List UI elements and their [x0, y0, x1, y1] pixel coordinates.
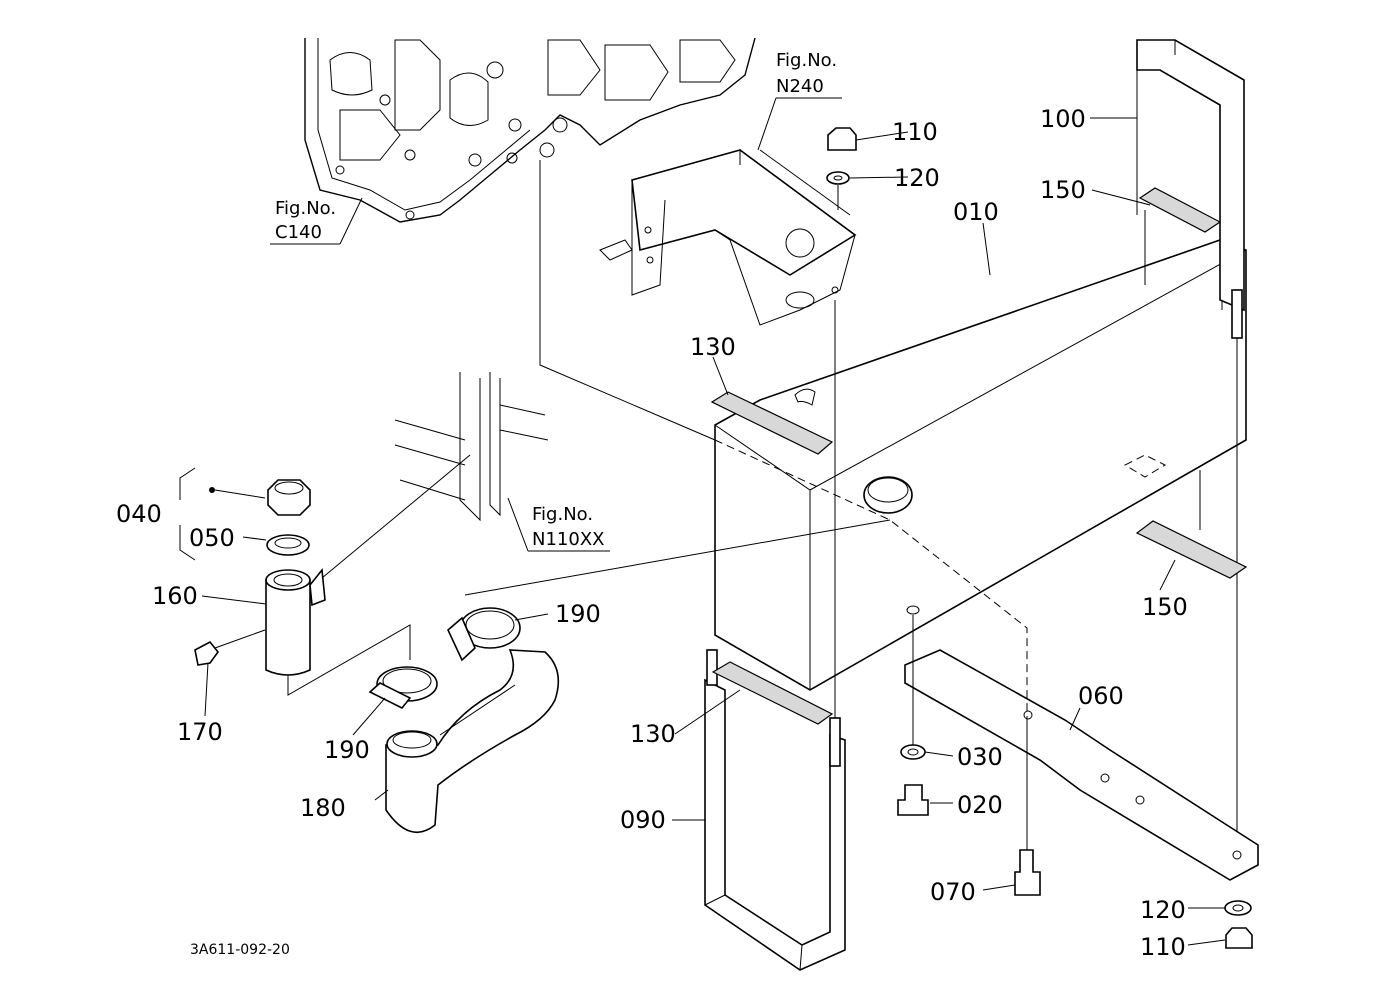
- figref-c140-title: Fig.No.: [275, 198, 336, 219]
- engine-housing: [304, 37, 756, 223]
- label-160: 160: [152, 582, 198, 610]
- bracket-n240: [599, 149, 857, 326]
- label-120-top: 120: [894, 164, 940, 192]
- label-130-bottom: 130: [630, 720, 676, 748]
- washer-120-top: [826, 171, 850, 185]
- label-150-top: 150: [1040, 176, 1086, 204]
- label-030: 030: [957, 743, 1003, 771]
- label-050: 050: [189, 524, 235, 552]
- tank-band-100: [1136, 39, 1245, 312]
- tank-band-090: [704, 678, 846, 971]
- label-150-right: 150: [1142, 593, 1188, 621]
- figref-n240-title: Fig.No.: [776, 50, 837, 71]
- hose-clamp-190-right: [447, 607, 521, 662]
- label-190-right: 190: [555, 600, 601, 628]
- leader-lines: [201, 117, 1226, 946]
- nut-110-bottom: [1225, 927, 1253, 949]
- figref-n240-code: N240: [776, 76, 824, 97]
- bolt-070: [1014, 720, 1041, 896]
- drain-plug-020: [897, 605, 929, 816]
- washer-120-bottom: [1224, 900, 1252, 916]
- label-040: 040: [116, 500, 162, 528]
- label-120-bottom: 120: [1140, 896, 1186, 924]
- bracket-040-group: [179, 467, 196, 561]
- label-070: 070: [930, 878, 976, 906]
- hose-clamp-190-left: [368, 666, 438, 710]
- label-180: 180: [300, 794, 346, 822]
- gasket-050: [266, 534, 310, 556]
- label-110-top: 110: [892, 118, 938, 146]
- stud-bolts: [706, 210, 1243, 840]
- frame-n110xx: [394, 372, 549, 522]
- label-110-bottom: 110: [1140, 933, 1186, 961]
- label-090: 090: [620, 806, 666, 834]
- hose-180: [385, 649, 560, 834]
- filler-neck-160: [265, 454, 471, 676]
- nut-110-top: [827, 127, 857, 151]
- label-020: 020: [957, 791, 1003, 819]
- tank-stay-060: [904, 649, 1259, 881]
- figref-n240: Fig.No. N240: [757, 50, 842, 151]
- label-010: 010: [953, 198, 999, 226]
- cushion-pads: [710, 187, 1248, 725]
- drawing-code: 3A611-092-20: [190, 942, 290, 958]
- label-130-top: 130: [690, 333, 736, 361]
- figref-n110xx: Fig.No. N110XX: [507, 497, 610, 552]
- part-labels: 010 020 030 040 050 060 070 090 100 110 …: [116, 105, 1188, 961]
- figref-n110xx-title: Fig.No.: [532, 504, 593, 525]
- figref-c140: Fig.No. C140: [270, 197, 363, 245]
- figref-c140-code: C140: [275, 222, 322, 243]
- figref-n110xx-code: N110XX: [532, 529, 604, 550]
- label-060: 060: [1078, 682, 1124, 710]
- label-170: 170: [177, 718, 223, 746]
- label-190-left: 190: [324, 736, 370, 764]
- screw-170: [194, 629, 266, 666]
- filler-cap-040: [209, 479, 311, 516]
- fuel-tank-010: [714, 239, 1247, 691]
- label-100: 100: [1040, 105, 1086, 133]
- assembly-guides: [287, 160, 1201, 736]
